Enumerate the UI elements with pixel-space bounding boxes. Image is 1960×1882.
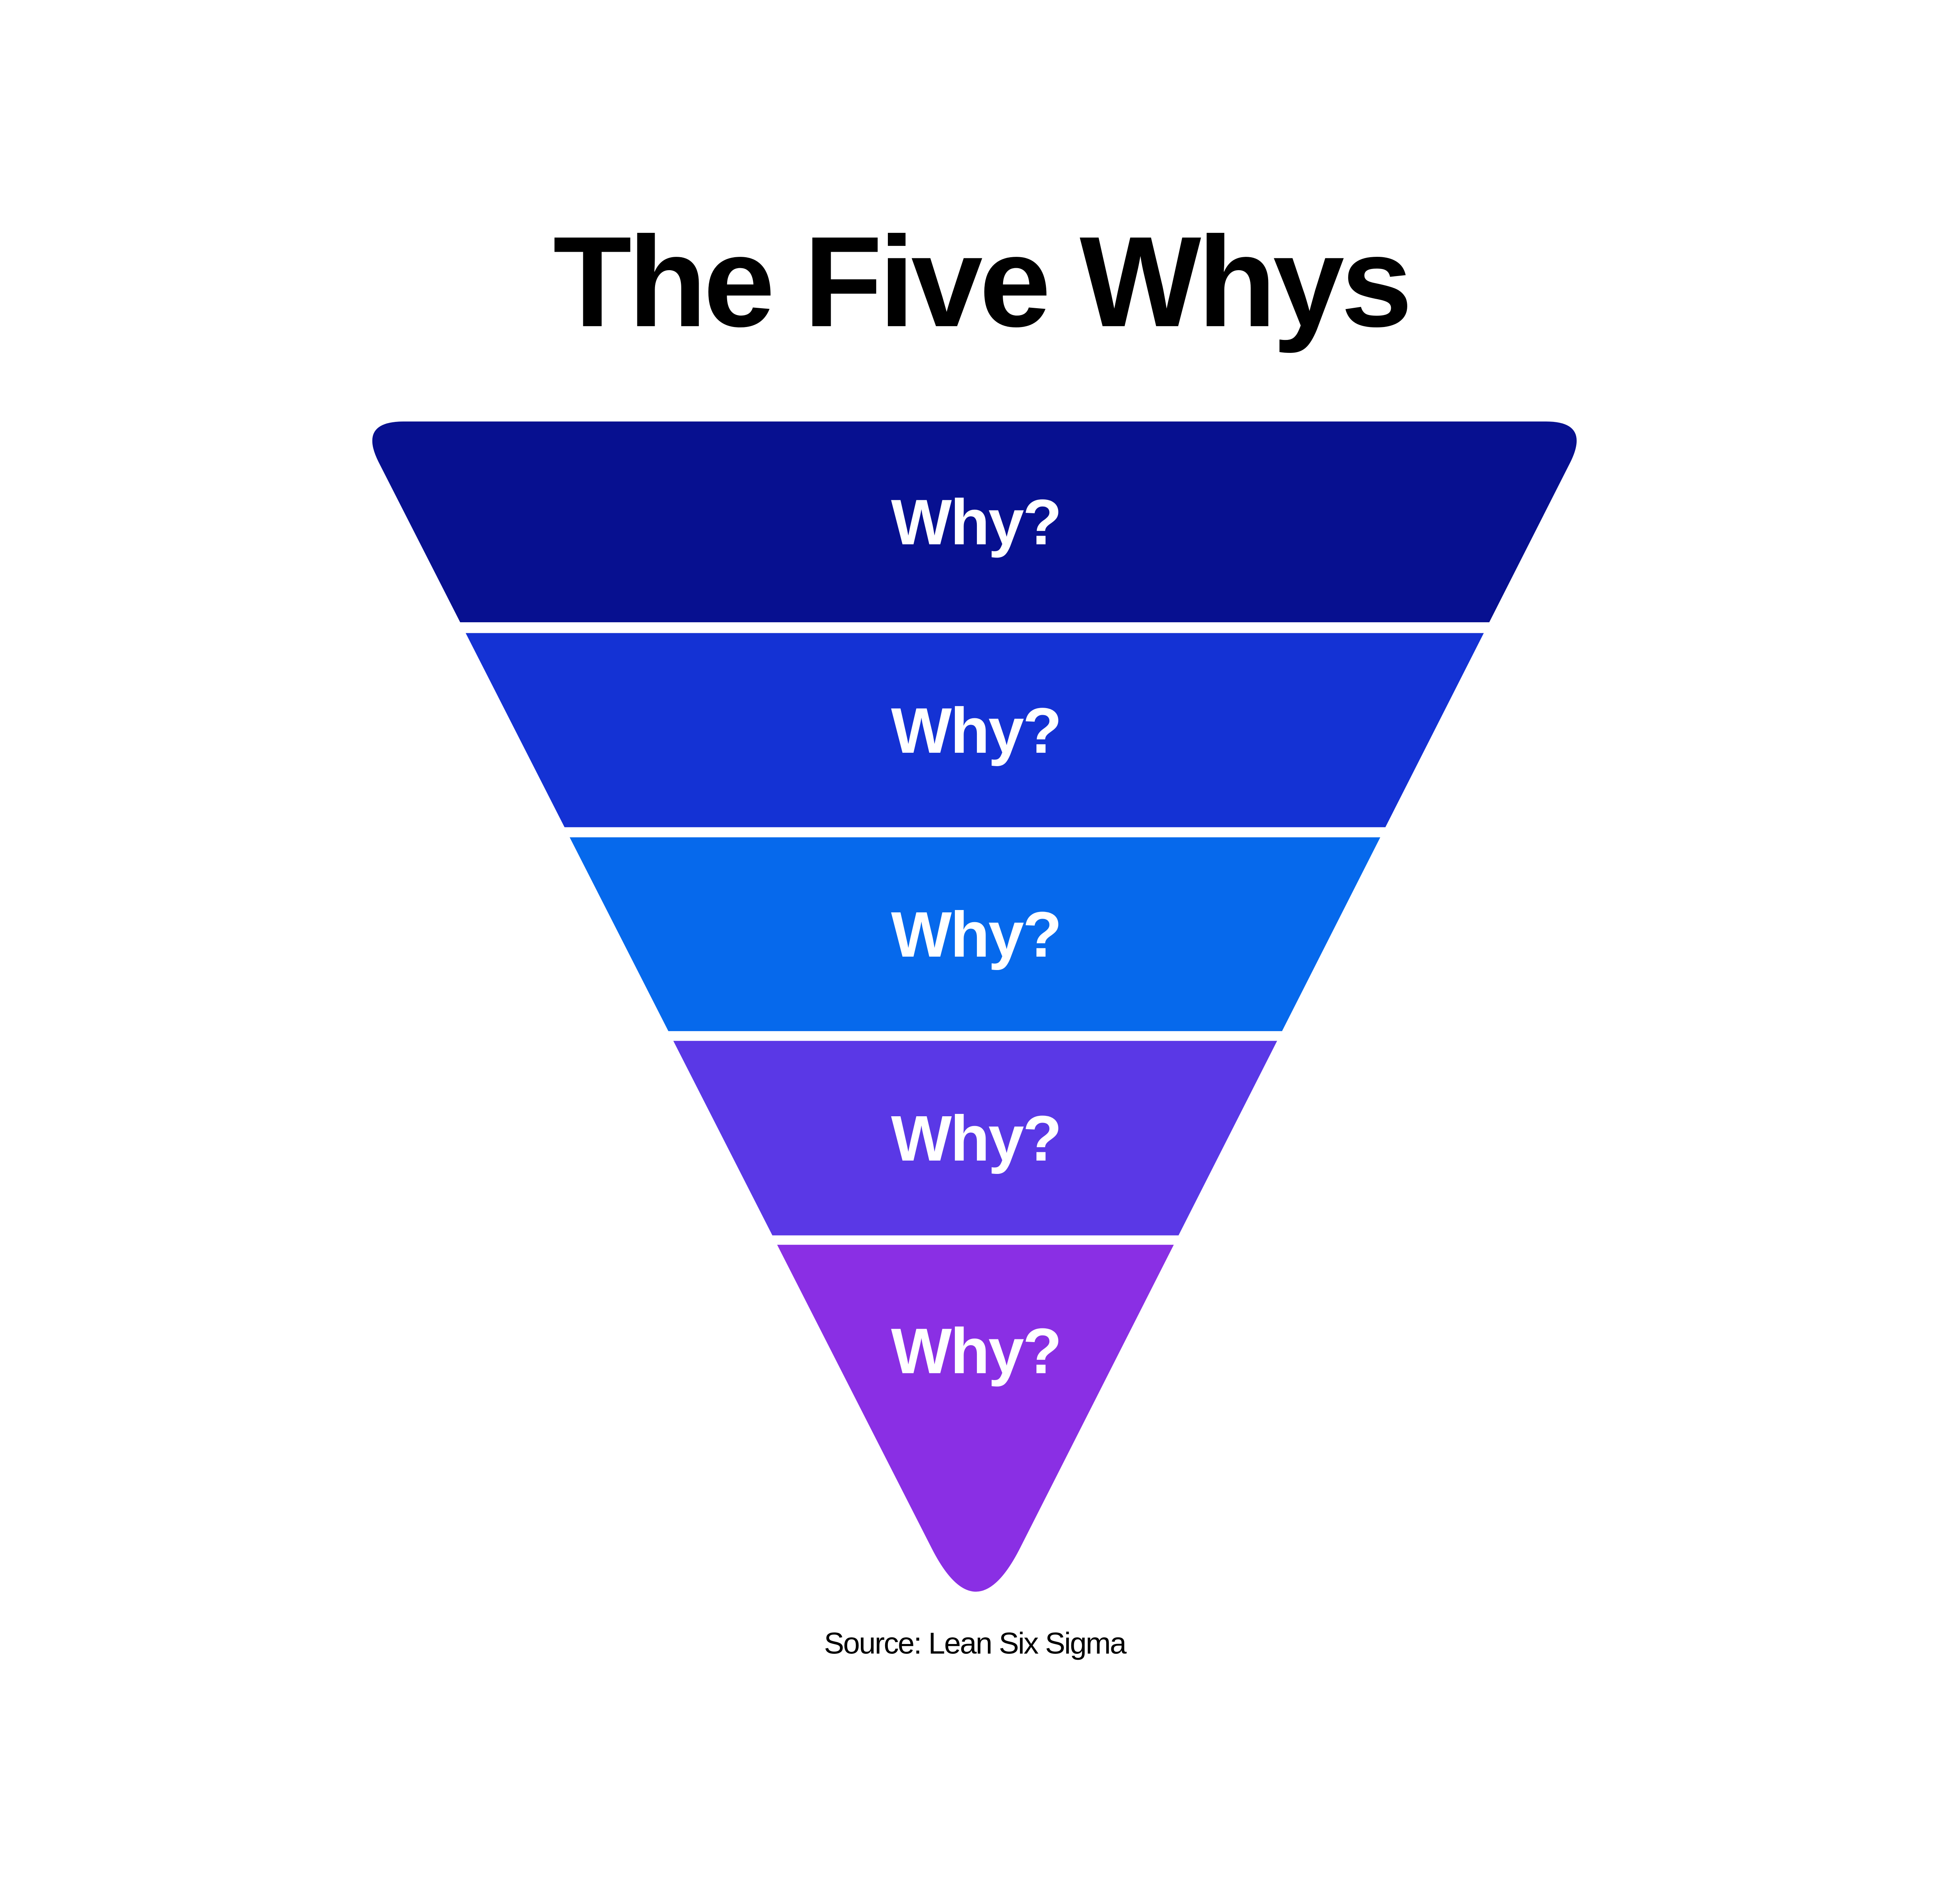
- funnel-layer-2: [372, 633, 1577, 827]
- funnel-layer-2-label: Why?: [891, 694, 1061, 767]
- funnel-labels: Why? Why? Why? Why? Why?: [891, 486, 1062, 1387]
- funnel-layer-3-label: Why?: [891, 898, 1061, 970]
- funnel-layer-1-label: Why?: [891, 486, 1061, 558]
- funnel-layer-5-label: Why?: [891, 1315, 1061, 1387]
- funnel-layer-1: [372, 421, 1577, 623]
- funnel-layer-4-label: Why?: [891, 1102, 1061, 1174]
- source-caption: Source: Lean Six Sigma: [824, 1627, 1127, 1660]
- page-title: The Five Whys: [553, 210, 1409, 354]
